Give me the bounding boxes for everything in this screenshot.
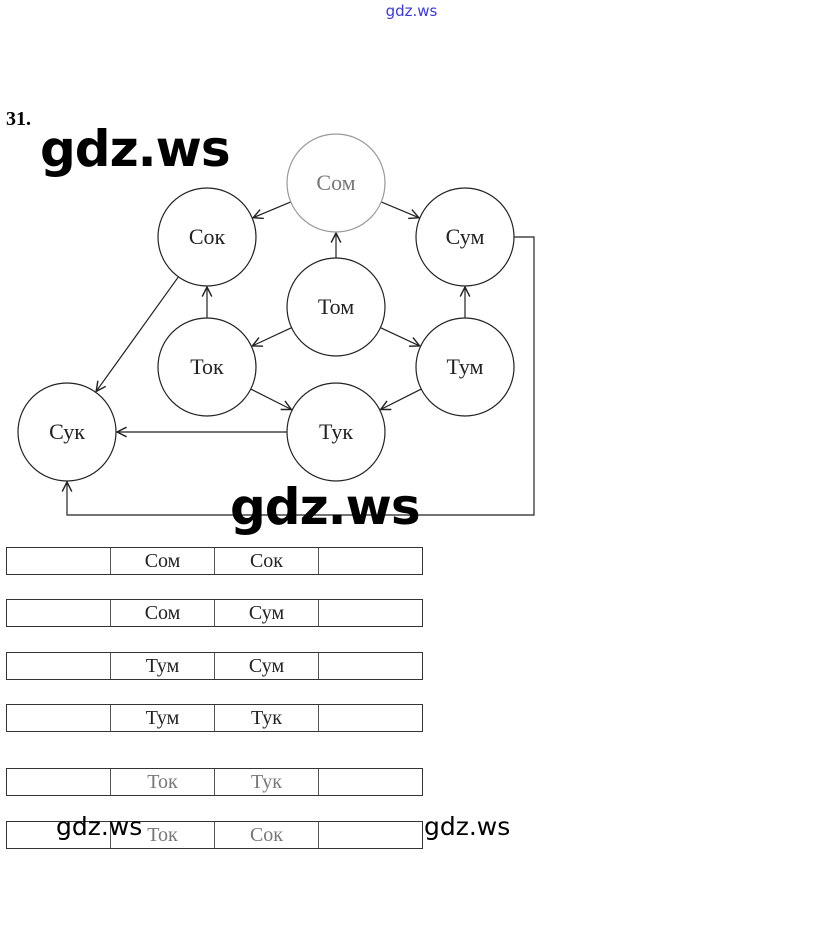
- node-tuk: Тук: [286, 382, 386, 482]
- node-tom: Том: [286, 257, 386, 357]
- answer-cell: [319, 653, 422, 679]
- answer-cell: Сум: [215, 600, 319, 626]
- answer-cell: [7, 822, 111, 848]
- edge-som-sok: [253, 201, 292, 218]
- answer-cell: Сом: [111, 548, 215, 574]
- answer-cell: [7, 600, 111, 626]
- answer-cell: [7, 769, 111, 795]
- answer-cell: [7, 653, 111, 679]
- answer-cell: Тум: [111, 653, 215, 679]
- answer-cell: [319, 822, 422, 848]
- node-som: Сом: [286, 133, 386, 233]
- watermark-top: gdz.ws: [385, 2, 438, 20]
- node-suk: Сук: [17, 382, 117, 482]
- node-label: Тук: [319, 419, 353, 444]
- answer-cell: [7, 548, 111, 574]
- edge-tom-tum: [380, 327, 419, 346]
- answer-cell: Тум: [111, 705, 215, 731]
- watermark: gdz.ws: [230, 478, 421, 536]
- node-label: Сок: [189, 224, 226, 249]
- edge-tom-tok: [252, 327, 292, 346]
- edge-som-sum: [380, 201, 419, 218]
- node-label: Тум: [447, 354, 484, 379]
- node-label: Сум: [446, 224, 485, 249]
- watermark: gdz.ws: [40, 120, 231, 178]
- answer-cell: Сум: [215, 653, 319, 679]
- answer-cell: [319, 705, 422, 731]
- answer-cell: [319, 548, 422, 574]
- node-sum: Сум: [415, 187, 515, 287]
- edge-sok-suk: [96, 276, 179, 392]
- answer-cell: Сок: [215, 822, 319, 848]
- answer-cell: Тук: [215, 705, 319, 731]
- answer-cell: Тук: [215, 769, 319, 795]
- task-number: 31.: [6, 108, 31, 130]
- node-tum: Тум: [415, 317, 515, 417]
- node-label: Сук: [49, 419, 85, 444]
- edge-tok-tuk: [250, 388, 292, 409]
- watermark: gdz.ws: [56, 812, 143, 841]
- answer-cell: Сок: [215, 548, 319, 574]
- node-label: Ток: [190, 354, 224, 379]
- answer-cell: Ток: [111, 822, 215, 848]
- edge-sum-suk: [67, 236, 535, 516]
- answer-cell: [7, 705, 111, 731]
- watermark: gdz.ws: [424, 812, 511, 841]
- node-sok: Сок: [157, 187, 257, 287]
- answer-cell: [319, 600, 422, 626]
- node-label: Сом: [316, 170, 355, 195]
- answer-cell: Сом: [111, 600, 215, 626]
- answer-cell: Ток: [111, 769, 215, 795]
- answer-cell: [319, 769, 422, 795]
- edge-tum-tuk: [381, 388, 422, 409]
- node-tok: Ток: [157, 317, 257, 417]
- node-label: Том: [318, 294, 354, 319]
